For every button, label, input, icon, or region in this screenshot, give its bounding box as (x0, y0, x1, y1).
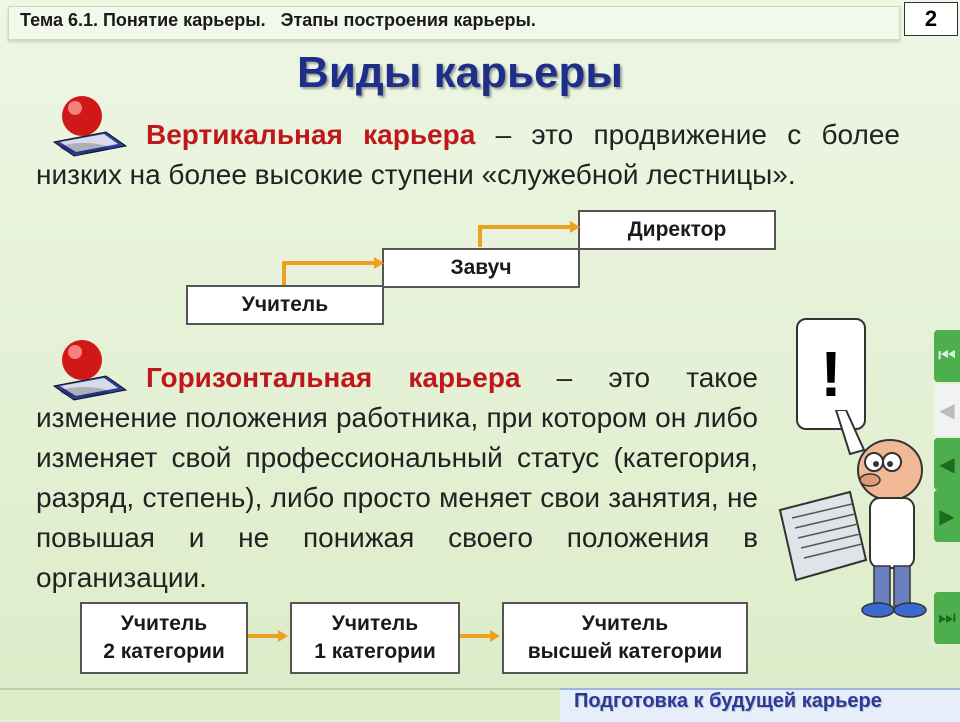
step-line-2: высшей категории (527, 640, 723, 663)
vertical-career-text: – это продвижение с более низких на боле… (36, 119, 900, 190)
back-icon: ◀ (939, 453, 955, 476)
vertical-career-definition: Вертикальная карьера – это продвижение с… (36, 115, 900, 195)
horizontal-step-category-2: Учитель 2 категории (80, 602, 248, 674)
next-icon: ▶ (939, 505, 955, 528)
footer-divider (0, 688, 560, 690)
page-title: Виды карьеры (297, 48, 623, 97)
last-slide-icon: ⏭ (938, 606, 956, 629)
cartoon-character-icon (778, 410, 927, 618)
ladder-step-label: Директор (627, 218, 727, 241)
horizontal-career-definition: Горизонтальная карьера – это такое измен… (36, 358, 758, 598)
step-line-2: 1 категории (314, 640, 436, 663)
ladder-step-label: Учитель (241, 293, 329, 316)
footer-bar (560, 688, 960, 722)
ladder-step-director: Директор (578, 210, 776, 250)
horizontal-career-term: Горизонтальная карьера (146, 362, 521, 393)
topic-heading: Тема 6.1. Понятие карьеры. Этапы построе… (20, 10, 536, 30)
speech-bubble: ! (796, 318, 866, 430)
footer-title: Подготовка к будущей карьере (574, 690, 882, 712)
horizontal-step-category-1: Учитель 1 категории (290, 602, 460, 674)
ball-bullet-icon (52, 340, 128, 401)
horizontal-step-highest-category: Учитель высшей категории (502, 602, 748, 674)
ladder-step-head-teacher: Завуч (382, 248, 580, 288)
back-button[interactable]: ◀ (934, 438, 960, 490)
ladder-arrows (282, 221, 580, 285)
previous-button[interactable]: ◀ (934, 384, 960, 436)
first-slide-button[interactable]: ⏮ (934, 330, 960, 382)
ladder-step-teacher: Учитель (186, 285, 384, 325)
header-bar (8, 6, 900, 40)
ladder-arrow (478, 221, 580, 247)
horizontal-arrow (248, 630, 288, 642)
first-slide-icon: ⏮ (938, 344, 956, 367)
last-slide-button[interactable]: ⏭ (934, 592, 960, 644)
ball-bullet-icon (52, 96, 128, 157)
step-line-2: 2 категории (103, 640, 225, 663)
slide-number: 2 (904, 2, 958, 36)
horizontal-arrows (248, 630, 500, 642)
next-button[interactable]: ▶ (934, 490, 960, 542)
horizontal-arrow (460, 630, 500, 642)
step-line-1: Учитель (581, 612, 669, 635)
step-line-1: Учитель (331, 612, 419, 635)
vertical-career-term: Вертикальная карьера (146, 119, 476, 150)
ladder-arrow (282, 257, 384, 285)
horizontal-career-text: – это такое изменение положения работник… (36, 362, 758, 593)
step-line-1: Учитель (120, 612, 208, 635)
previous-icon: ◀ (939, 399, 955, 422)
ladder-step-label: Завуч (450, 256, 512, 279)
